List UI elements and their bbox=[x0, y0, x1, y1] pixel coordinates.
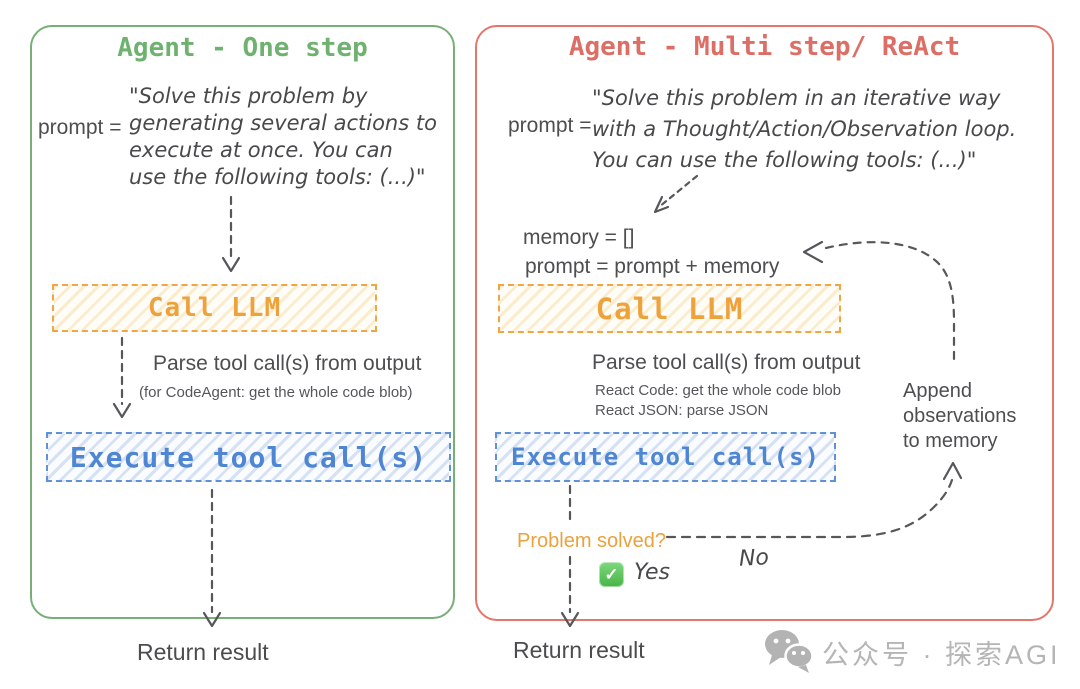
append-note-line: Append bbox=[903, 380, 972, 402]
check-glyph: ✓ bbox=[604, 564, 619, 584]
right-execute-box: Execute tool call(s) bbox=[495, 432, 836, 482]
append-note-line: observations bbox=[903, 405, 1017, 427]
left-return-result: Return result bbox=[137, 639, 269, 665]
left-prompt-line: generating several actions to bbox=[129, 111, 437, 135]
yes-label: Yes bbox=[634, 560, 671, 585]
yes-checkbox-icon: ✓ bbox=[599, 562, 624, 587]
right-prompt-line: You can use the following tools: (...)" bbox=[592, 148, 977, 172]
right-parse-note-code: React Code: get the whole code blob bbox=[595, 382, 841, 399]
right-prompt-line: with a Thought/Action/Observation loop. bbox=[592, 117, 1017, 141]
one-step-title: Agent - One step bbox=[117, 33, 368, 63]
left-parse-title: Parse tool call(s) from output bbox=[153, 352, 422, 375]
wechat-icon bbox=[765, 630, 814, 673]
react-title: Agent - Multi step/ ReAct bbox=[568, 32, 961, 62]
right-execute-label: Execute tool call(s) bbox=[511, 443, 820, 471]
left-prompt-label: prompt = bbox=[38, 116, 122, 139]
right-return-result: Return result bbox=[513, 637, 645, 663]
left-call-llm-label: Call LLM bbox=[147, 293, 282, 323]
left-parse-note: (for CodeAgent: get the whole code blob) bbox=[139, 384, 413, 401]
right-parse-note-json: React JSON: parse JSON bbox=[595, 402, 769, 419]
append-note-line: to memory bbox=[903, 430, 998, 452]
prompt-update-text: prompt = prompt + memory bbox=[525, 255, 780, 278]
right-call-llm-label: Call LLM bbox=[595, 291, 744, 326]
right-parse-title: Parse tool call(s) from output bbox=[592, 351, 861, 374]
problem-solved-label: Problem solved? bbox=[517, 530, 666, 552]
left-prompt-line: execute at once. You can bbox=[129, 138, 393, 162]
memory-init-text: memory = [] bbox=[523, 226, 635, 249]
right-prompt-text: "Solve this problem in an iterative way … bbox=[592, 83, 1016, 176]
no-label: No bbox=[738, 545, 770, 572]
left-prompt-line: use the following tools: (...)" bbox=[129, 165, 426, 189]
left-prompt-text: "Solve this problem by generating severa… bbox=[129, 83, 437, 191]
append-observations-note: Append observations to memory bbox=[903, 379, 1016, 454]
right-prompt-line: "Solve this problem in an iterative way bbox=[592, 86, 1001, 110]
left-execute-label: Execute tool call(s) bbox=[69, 440, 428, 474]
left-prompt-line: "Solve this problem by bbox=[129, 84, 368, 108]
left-call-llm-box: Call LLM bbox=[52, 284, 377, 332]
left-execute-box: Execute tool call(s) bbox=[46, 432, 451, 482]
right-call-llm-box: Call LLM bbox=[498, 284, 841, 333]
watermark-text: 公众号 · 探索AGI bbox=[822, 640, 1061, 670]
right-prompt-label: prompt = bbox=[508, 114, 592, 137]
